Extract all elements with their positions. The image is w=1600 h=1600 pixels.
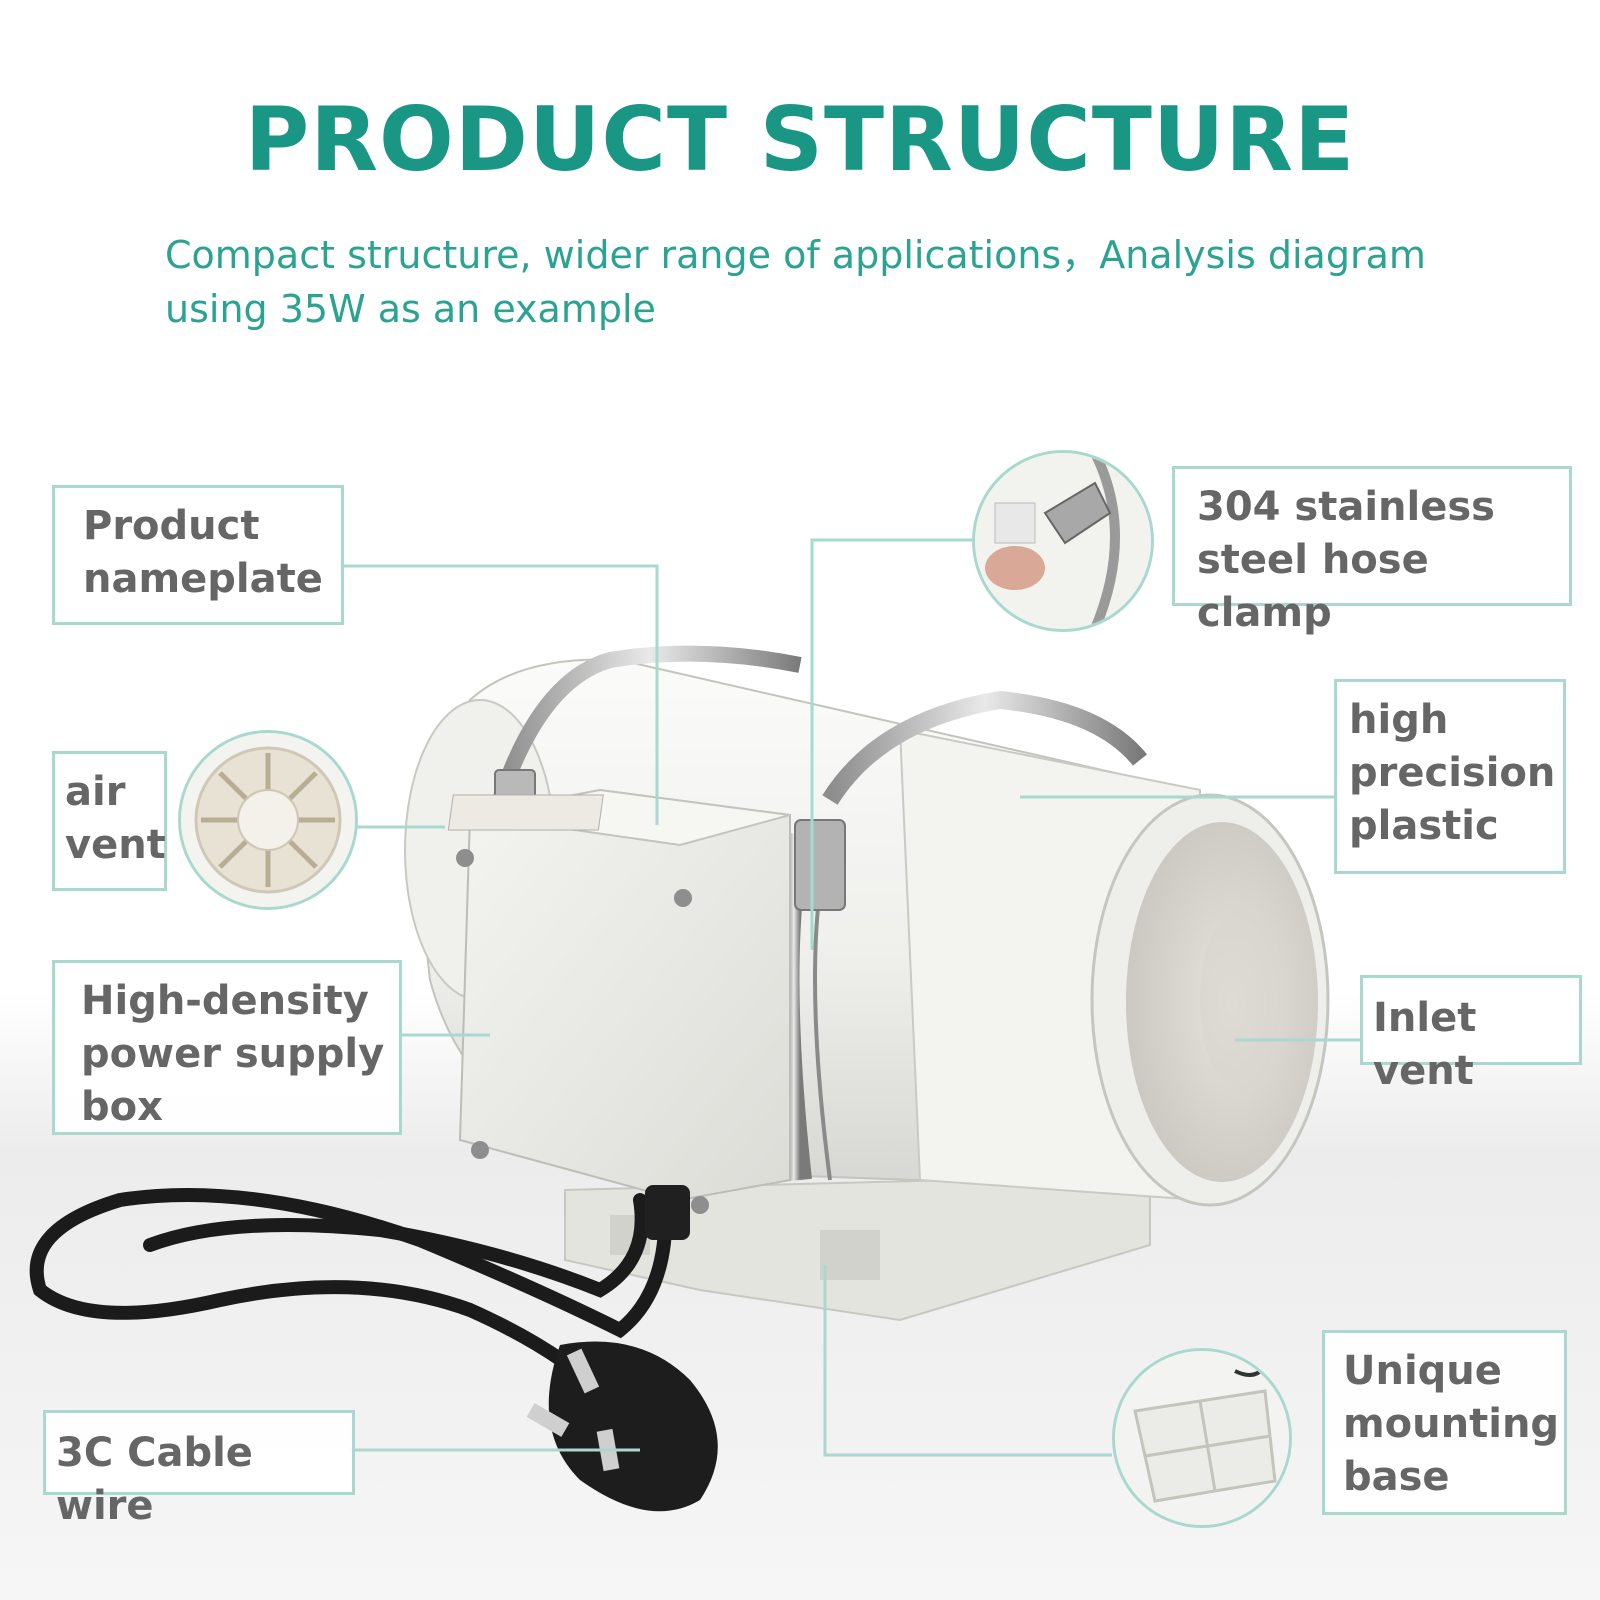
power-supply-box — [447, 788, 791, 1214]
label-product-nameplate: Product nameplate — [52, 485, 344, 625]
page-title: PRODUCT STRUCTURE — [244, 88, 1356, 191]
power-plug-icon — [526, 1341, 718, 1512]
page-subtitle: Compact structure, wider range of applic… — [165, 233, 1426, 331]
leader-lines — [340, 538, 1360, 1457]
nameplate-sticker — [447, 794, 604, 831]
label-cable-wire: 3C Cable wire — [43, 1410, 355, 1529]
mounting-base-detail-icon — [1115, 1351, 1289, 1525]
air-vent-detail-icon — [181, 733, 355, 907]
label-air-vent: air vent — [52, 751, 167, 891]
hose-clamp-detail — [972, 450, 1154, 632]
label-mounting-base: Unique mounting base — [1322, 1330, 1567, 1515]
mounting-base-detail — [1112, 1348, 1292, 1528]
hose-clamp-detail-icon — [975, 453, 1151, 629]
label-power-supply-box: High-density power supply box — [52, 960, 402, 1135]
label-high-precision-plastic: high precision plastic — [1334, 679, 1566, 874]
label-hose-clamp: 304 stainless steel hose clamp — [1172, 466, 1572, 636]
label-inlet-vent: Inlet vent — [1360, 975, 1582, 1094]
air-vent-detail — [178, 730, 358, 910]
cable-wire — [29, 1185, 690, 1407]
